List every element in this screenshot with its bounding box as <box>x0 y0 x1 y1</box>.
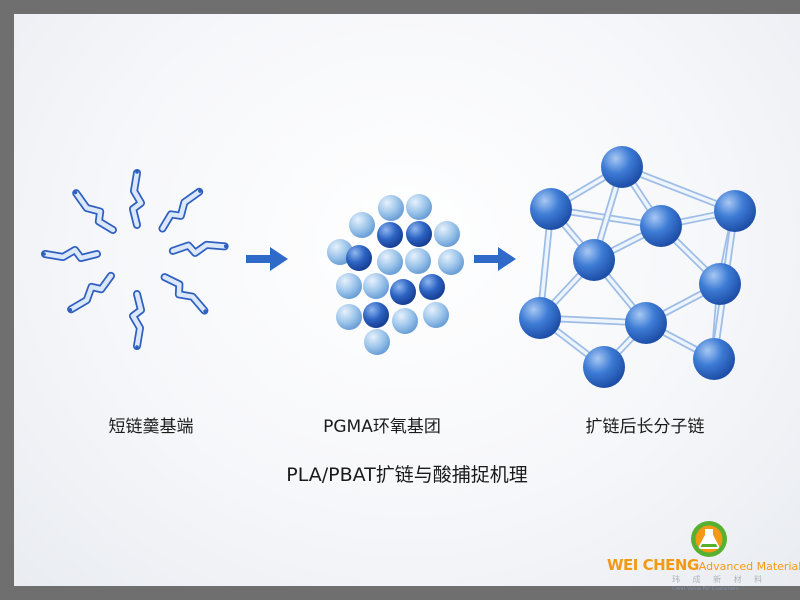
network-node <box>640 205 682 247</box>
epoxy-bead-light <box>423 302 449 328</box>
chain-fragment <box>67 271 115 314</box>
label-pgma: PGMA环氧基团 <box>323 417 441 437</box>
epoxy-bead-light <box>405 248 431 274</box>
epoxy-bead-light <box>336 273 362 299</box>
logo-brand-sub: Advanced Material <box>698 560 800 573</box>
epoxy-bead-light <box>364 329 390 355</box>
label-short-chain: 短链羹基端 <box>108 417 194 437</box>
epoxy-bead-dark <box>419 274 445 300</box>
chain-fragment <box>129 169 145 229</box>
short-chain-segments <box>41 169 229 350</box>
extended-chain-network <box>519 146 756 388</box>
epoxy-bead-dark <box>363 302 389 328</box>
logo-brand: WEI CHENGAdvanced Material <box>607 556 800 574</box>
pgma-epoxy-cluster <box>327 194 464 355</box>
label-long-chain: 扩链后长分子链 <box>585 417 705 437</box>
chain-fragment <box>158 187 204 233</box>
chain-fragment <box>41 246 101 262</box>
epoxy-bead-light <box>378 195 404 221</box>
logo-flask-icon <box>691 521 727 557</box>
network-node <box>625 302 667 344</box>
chain-fragment <box>160 273 209 315</box>
epoxy-bead-light <box>406 194 432 220</box>
epoxy-bead-light <box>434 221 460 247</box>
arrow-right-2 <box>474 247 516 271</box>
epoxy-bead-light <box>377 249 403 275</box>
epoxy-bead-light <box>392 308 418 334</box>
arrow-right-1 <box>246 247 288 271</box>
network-node <box>699 263 741 305</box>
chain-fragment <box>72 189 117 234</box>
logo-chinese-name: 玮 成 新 材 料 <box>672 575 768 584</box>
epoxy-bead-dark <box>377 222 403 248</box>
epoxy-bead-light <box>336 304 362 330</box>
epoxy-bead-light <box>349 212 375 238</box>
epoxy-bead-light <box>438 249 464 275</box>
diagram-canvas: 短链羹基端 PGMA环氧基团 扩链后长分子链 PLA/PBAT扩链与酸捕捉机理 <box>14 14 800 586</box>
network-node <box>714 190 756 232</box>
network-node <box>693 338 735 380</box>
logo-slogan: Creat Value For Customers <box>672 586 739 592</box>
epoxy-bead-light <box>363 273 389 299</box>
logo-brand-main: WEI CHENG <box>607 556 699 574</box>
chain-fragment <box>168 240 229 257</box>
epoxy-bead-dark <box>406 221 432 247</box>
network-node <box>573 239 615 281</box>
epoxy-bead-dark <box>390 279 416 305</box>
epoxy-bead-dark <box>346 245 372 271</box>
network-node <box>583 346 625 388</box>
network-node <box>519 297 561 339</box>
network-node <box>530 188 572 230</box>
chain-fragment <box>129 290 145 350</box>
diagram-title: PLA/PBAT扩链与酸捕捉机理 <box>286 464 528 486</box>
network-node <box>601 146 643 188</box>
